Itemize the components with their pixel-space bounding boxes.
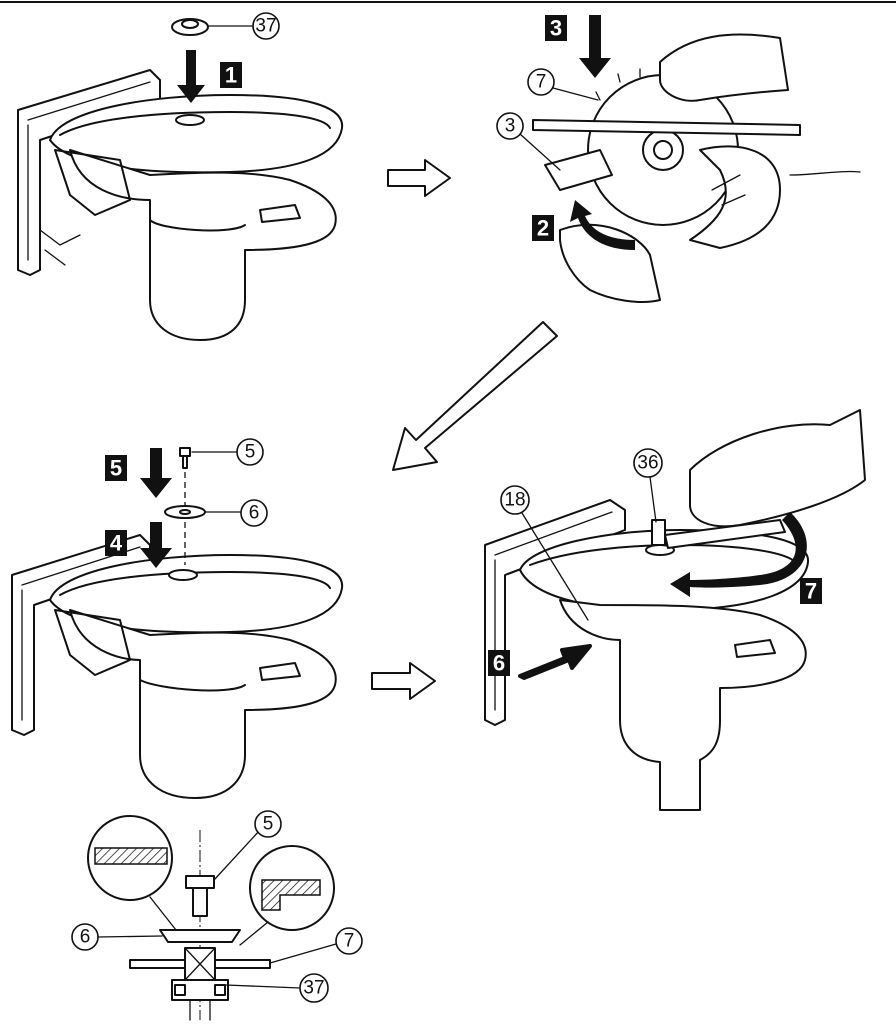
detail-callout-37: 37 (299, 973, 329, 1003)
callout-37: 37 (252, 12, 280, 40)
callout-36: 36 (633, 448, 663, 478)
svg-text:7: 7 (536, 72, 547, 93)
panel-2-blade-insert (532, 33, 861, 303)
panel-4-tighten-bolt (484, 409, 866, 811)
step-badge-1: 1 (220, 62, 242, 88)
panel-3-saw-body (11, 534, 344, 799)
step-badge-5: 5 (105, 455, 127, 481)
svg-text:5: 5 (263, 814, 274, 835)
svg-text:4: 4 (110, 531, 123, 556)
svg-text:6: 6 (249, 503, 260, 524)
detail-cross-section (87, 815, 335, 1021)
step-badge-2: 2 (532, 215, 554, 241)
svg-text:6: 6 (80, 927, 91, 948)
callout-5: 5 (236, 438, 264, 466)
down-arrow-step-1 (177, 50, 205, 103)
svg-text:1: 1 (225, 63, 237, 88)
down-arrow-step-3 (579, 15, 611, 78)
svg-text:36: 36 (637, 453, 658, 474)
callout-6: 6 (240, 499, 268, 527)
washer-part (164, 505, 206, 519)
detail-callout-6: 6 (71, 923, 99, 951)
svg-text:37: 37 (255, 16, 276, 37)
callout-18: 18 (500, 485, 530, 515)
svg-text:7: 7 (344, 931, 355, 952)
down-arrow-step-5 (140, 448, 172, 498)
svg-text:5: 5 (110, 456, 122, 481)
step-badge-6: 6 (488, 650, 510, 676)
svg-text:3: 3 (550, 16, 562, 41)
flow-arrow-right-top (387, 159, 451, 197)
detail-callout-5: 5 (254, 810, 282, 838)
flow-arrow-right-bottom (371, 662, 436, 700)
svg-text:37: 37 (303, 978, 324, 999)
callout-3: 3 (496, 112, 524, 140)
flow-arrow-diagonal (392, 321, 558, 471)
svg-text:6: 6 (493, 651, 505, 676)
detail-callout-7: 7 (335, 927, 363, 955)
outer-flange-part (171, 18, 209, 36)
svg-text:3: 3 (505, 116, 516, 137)
down-arrow-step-4 (140, 522, 172, 568)
push-arrow-step-6 (518, 644, 592, 680)
curved-arrow-step-7 (670, 512, 807, 597)
step-badge-7: 7 (800, 578, 822, 604)
svg-text:5: 5 (245, 442, 256, 463)
svg-text:7: 7 (805, 579, 817, 604)
curved-arrow-step-2 (570, 200, 635, 250)
bolt-part (179, 447, 191, 469)
svg-text:2: 2 (537, 216, 549, 241)
step-badge-4: 4 (105, 530, 127, 556)
step-badge-3: 3 (545, 15, 567, 41)
panel-1-saw-body (17, 69, 344, 341)
svg-text:18: 18 (504, 490, 525, 511)
callout-7: 7 (527, 68, 555, 96)
